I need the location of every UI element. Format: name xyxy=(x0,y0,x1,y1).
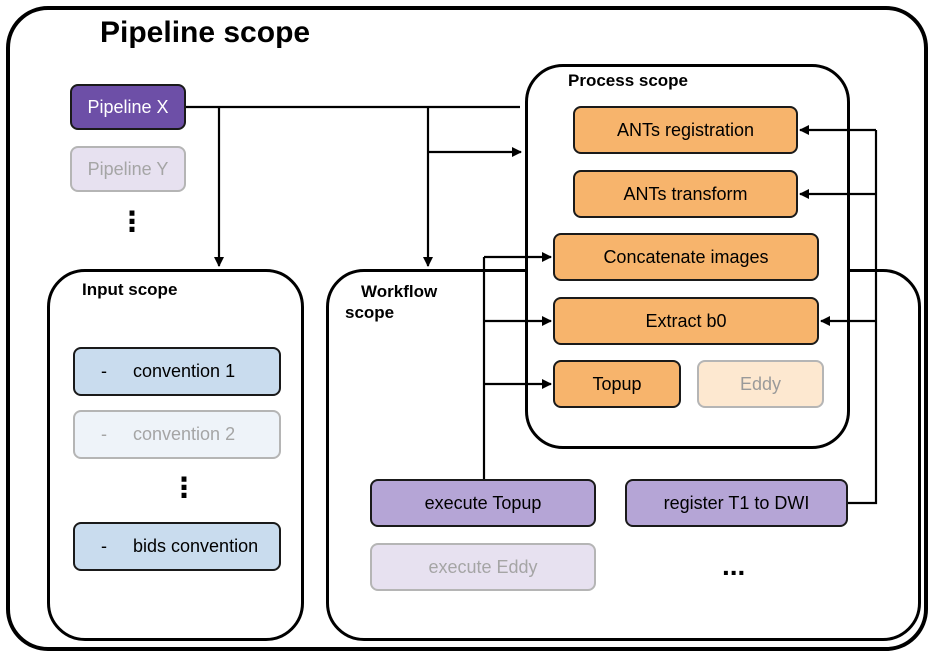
pipeline-scope-title: Pipeline scope xyxy=(100,16,311,49)
workflow-scope-title: Workflow scope xyxy=(345,281,437,323)
input-bids-convention[interactable]: - bids convention xyxy=(73,522,281,571)
pipeline-y[interactable]: Pipeline Y xyxy=(70,146,186,192)
process-eddy[interactable]: Eddy xyxy=(697,360,824,408)
input-label: convention 2 xyxy=(133,424,236,444)
process-ants-registration[interactable]: ANTs registration xyxy=(573,106,798,154)
input-dash: - xyxy=(101,424,107,444)
pipeline-x[interactable]: Pipeline X xyxy=(70,84,186,130)
input-label: bids convention xyxy=(133,536,259,556)
input-more: ⋮ xyxy=(170,472,198,503)
input-scope-title: Input scope xyxy=(82,280,178,299)
process-topup[interactable]: Topup xyxy=(553,360,681,408)
process-extract-b0[interactable]: Extract b0 xyxy=(553,297,819,345)
workflow-more: ... xyxy=(722,550,746,581)
input-dash: - xyxy=(101,536,107,556)
process-concatenate-images[interactable]: Concatenate images xyxy=(553,233,819,281)
input-label: convention 1 xyxy=(133,361,236,381)
workflow-register-t1-to-dwi[interactable]: register T1 to DWI xyxy=(625,479,848,527)
input-convention-1[interactable]: - convention 1 xyxy=(73,347,281,396)
input-convention-2[interactable]: - convention 2 xyxy=(73,410,281,459)
process-ants-transform[interactable]: ANTs transform xyxy=(573,170,798,218)
workflow-scope-title-line1: Workflow xyxy=(361,282,438,301)
workflow-scope-title-line2: scope xyxy=(345,303,395,322)
workflow-execute-topup[interactable]: execute Topup xyxy=(370,479,596,527)
input-dash: - xyxy=(101,361,107,381)
pipelines-more: ⋮ xyxy=(118,206,146,237)
process-scope-title: Process scope xyxy=(568,71,689,90)
workflow-execute-eddy[interactable]: execute Eddy xyxy=(370,543,596,591)
